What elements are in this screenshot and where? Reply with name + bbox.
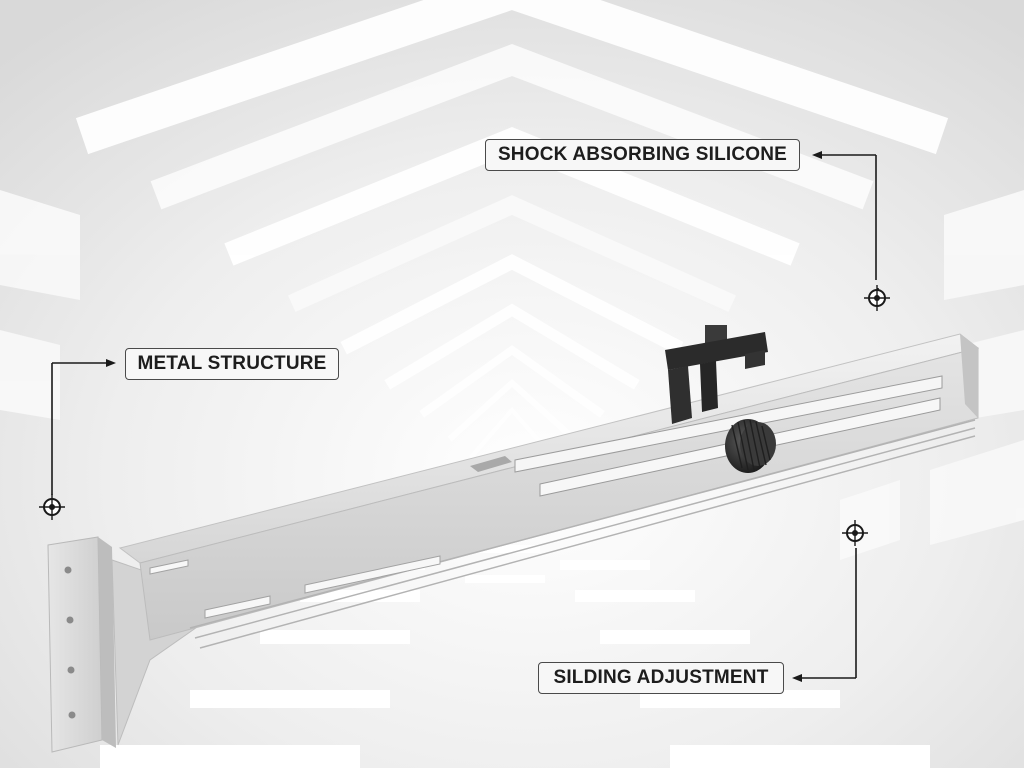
leader-lines — [51, 154, 879, 679]
target-marker-shock — [864, 285, 890, 311]
silicone-clamp — [665, 325, 768, 424]
callout-sliding-adjustment: SILDING ADJUSTMENT — [538, 662, 784, 694]
adjustment-knob — [725, 419, 776, 473]
arrowheads — [106, 151, 822, 682]
callout-metal-structure: METAL STRUCTURE — [125, 348, 339, 380]
callout-shock-absorbing-silicone: SHOCK ABSORBING SILICONE — [485, 139, 800, 171]
gpu-support-bracket — [47, 325, 980, 753]
target-marker-metal — [39, 494, 65, 520]
target-marker-sliding — [842, 520, 868, 546]
